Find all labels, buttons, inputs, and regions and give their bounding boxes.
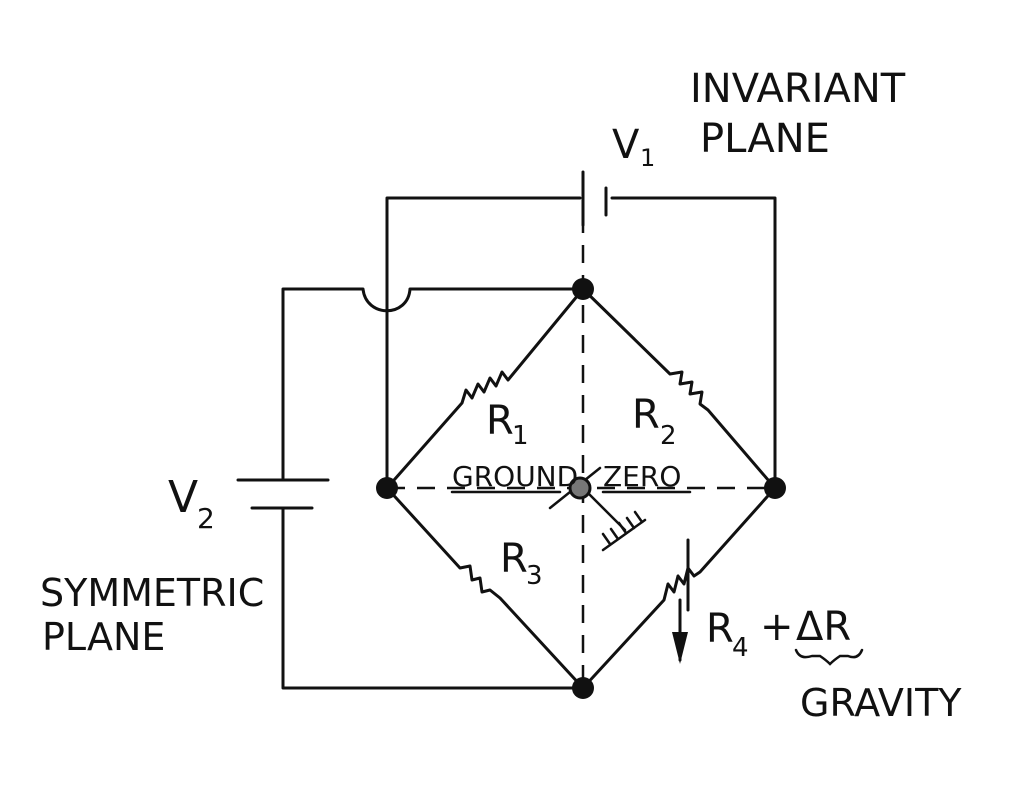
node-center <box>568 476 592 500</box>
r4-label: R <box>706 606 734 652</box>
node-bottom <box>572 677 594 699</box>
wire-v2-top <box>281 287 585 480</box>
resistor-r3 <box>385 486 585 690</box>
symmetric-plane-label-line1: SYMMETRIC <box>40 571 264 615</box>
invariant-plane-label-line2: PLANE <box>700 116 830 162</box>
ground-label: GROUND <box>452 460 578 493</box>
v2-subscript: 2 <box>197 502 215 535</box>
zero-label: ZERO <box>603 460 681 493</box>
r2-label: R <box>632 392 660 438</box>
node-left <box>376 477 398 499</box>
v1-subscript: 1 <box>640 144 655 172</box>
r1-label: R <box>486 398 514 444</box>
delta-r-brace <box>794 648 864 666</box>
gravity-label: GRAVITY <box>800 681 962 725</box>
resistor-r1 <box>385 287 585 490</box>
r2-subscript: 2 <box>660 421 677 451</box>
r4-subscript: 4 <box>732 633 749 663</box>
delta-r-label: ΔR <box>796 604 851 650</box>
ground-symbol-icon <box>581 486 647 552</box>
symmetric-plane-label-line2: PLANE <box>42 615 165 659</box>
resistor-r2 <box>581 287 777 490</box>
down-arrow-icon <box>672 598 688 664</box>
invariant-plane-label-line1: INVARIANT <box>690 66 906 112</box>
node-right <box>764 477 786 499</box>
wire-v1-loop <box>385 196 777 490</box>
node-top <box>572 278 594 300</box>
v2-label: V <box>168 472 198 523</box>
wire-v2-bottom <box>281 506 585 690</box>
r3-label: R <box>500 536 528 582</box>
r3-subscript: 3 <box>526 561 543 591</box>
resistor-r4 <box>581 486 777 690</box>
v1-label: V <box>612 122 640 168</box>
r1-subscript: 1 <box>512 421 529 451</box>
plus-sign: + <box>760 604 794 650</box>
